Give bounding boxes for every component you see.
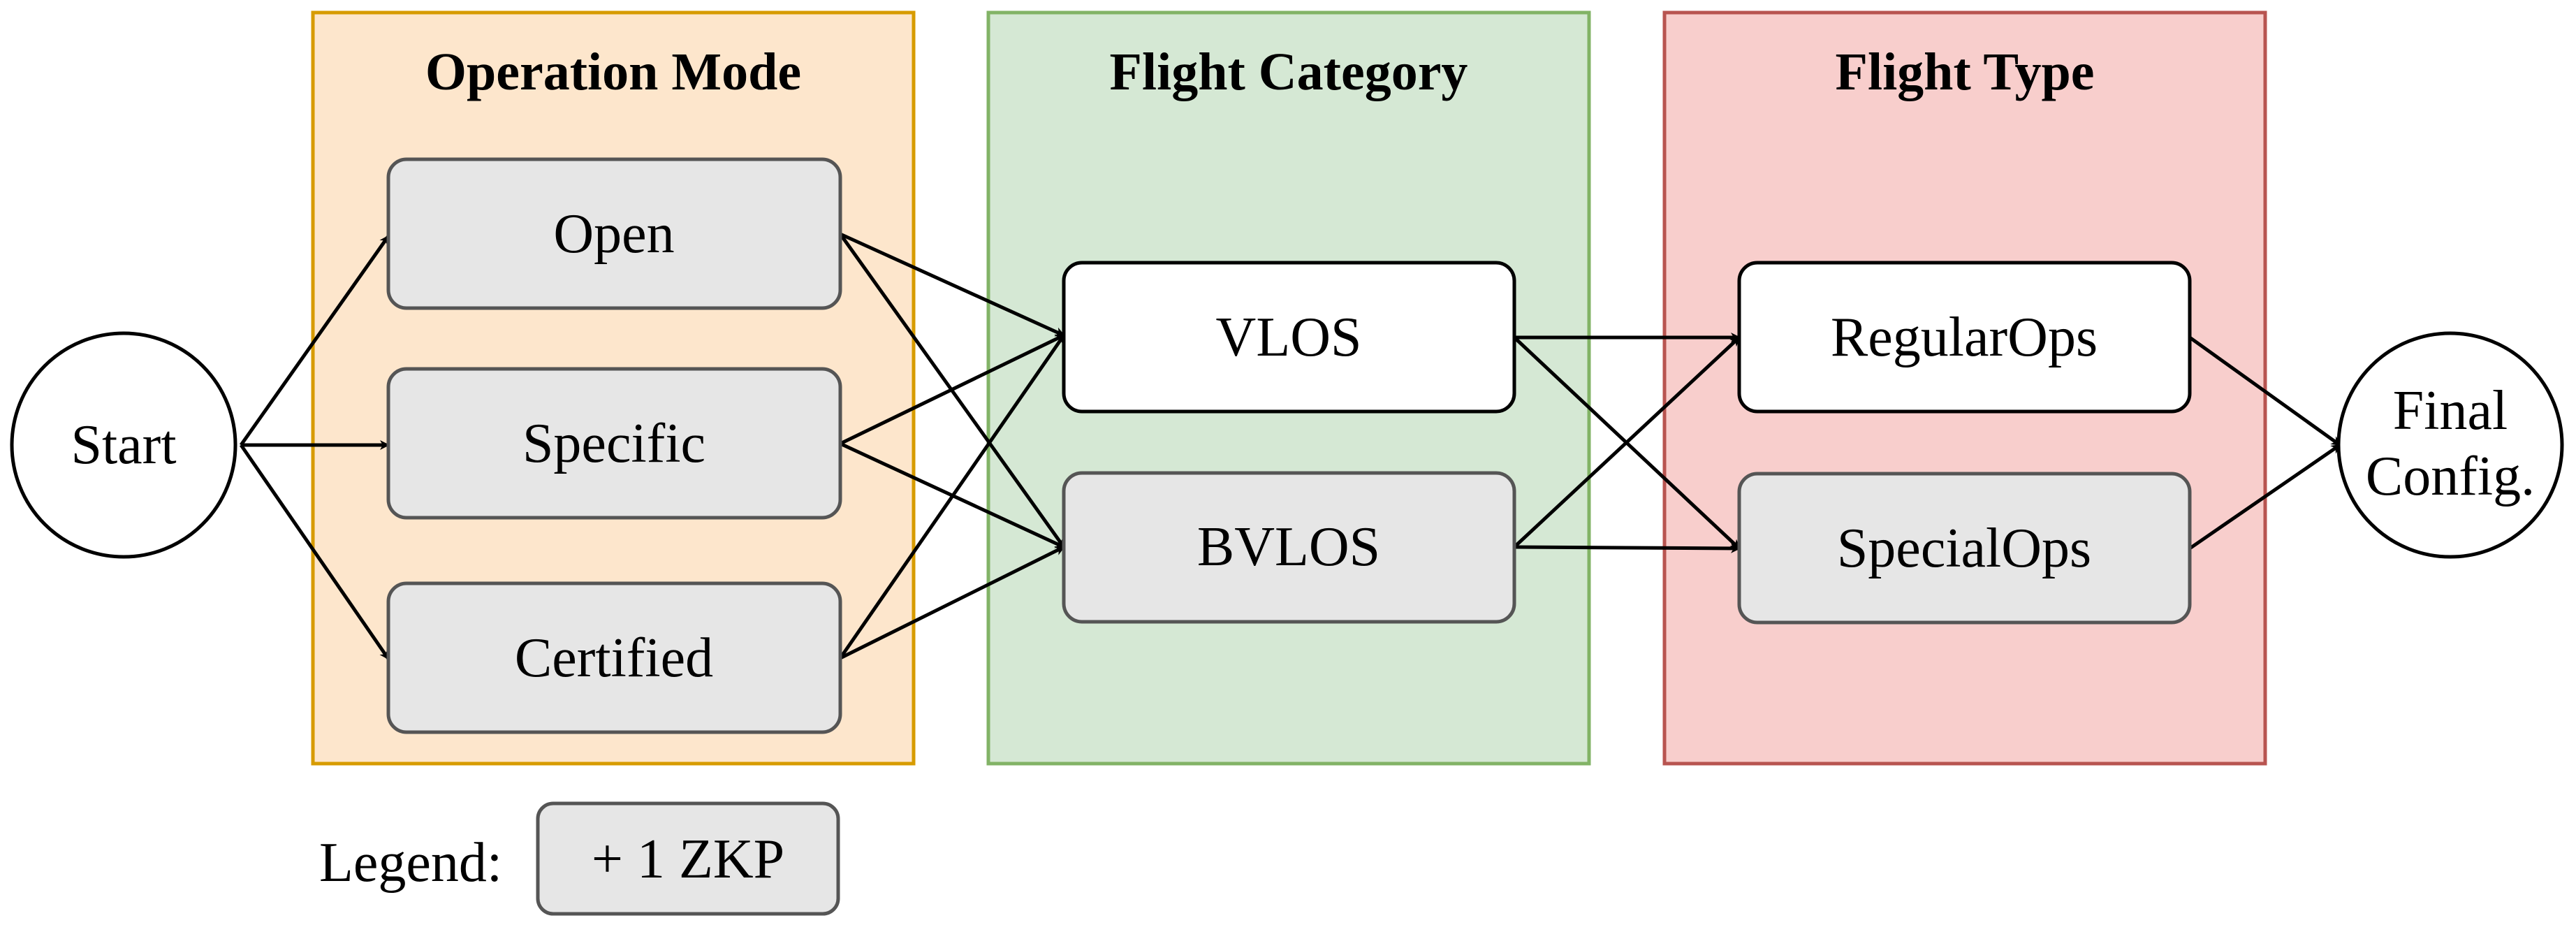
edge-specialops-final <box>2188 443 2341 551</box>
final-config-label-line2: Config. <box>2366 446 2535 507</box>
certified-box <box>386 581 842 734</box>
edge-certified-vlos <box>838 334 1066 660</box>
special-ops-box <box>1737 472 2192 625</box>
edge-start-open <box>239 235 390 446</box>
regular-ops-node: RegularOps <box>1737 261 2192 414</box>
final-config-circle <box>2336 331 2564 559</box>
bvlos-node: BVLOS <box>1062 471 1516 624</box>
edge-bvlos-regularops <box>1513 336 1741 548</box>
legend-zkp-label: + 1 ZKP <box>592 829 784 890</box>
certified-node: Certified <box>386 581 842 734</box>
specific-node: Specific <box>386 367 842 520</box>
legend: Legend: + 1 ZKP <box>319 801 840 916</box>
bvlos-box <box>1062 471 1516 624</box>
certified-label: Certified <box>515 627 713 689</box>
start-node: Start <box>10 331 237 559</box>
regular-ops-box <box>1737 261 2192 414</box>
vlos-label: VLOS <box>1216 307 1362 368</box>
open-box <box>386 157 842 310</box>
start-circle <box>10 331 237 559</box>
special-ops-node: SpecialOps <box>1737 472 2192 625</box>
open-label: Open <box>553 203 674 265</box>
special-ops-label: SpecialOps <box>1837 518 2091 579</box>
specific-label: Specific <box>522 413 705 474</box>
flight-type-title: Flight Type <box>1836 43 2095 101</box>
operation-mode-title: Operation Mode <box>425 43 801 101</box>
edge-certified-bvlos <box>839 545 1065 660</box>
edge-open-vlos <box>839 232 1065 337</box>
edge-specific-vlos <box>839 333 1065 446</box>
edge-start-certified <box>239 444 390 660</box>
edge-bvlos-specialops <box>1514 543 1741 553</box>
vlos-node: VLOS <box>1062 261 1516 414</box>
open-node: Open <box>386 157 842 310</box>
flight-category-title: Flight Category <box>1110 43 1468 101</box>
edge-regularops-final <box>2188 335 2341 447</box>
final-config-label-line1: Final <box>2393 380 2508 442</box>
specific-box <box>386 367 842 520</box>
final-config-node: Final Config. <box>2336 331 2564 559</box>
vlos-box <box>1062 261 1516 414</box>
legend-zkp-swatch <box>536 801 840 916</box>
start-label: Start <box>71 414 176 476</box>
bvlos-label: BVLOS <box>1197 516 1380 578</box>
edges <box>239 232 2341 660</box>
regular-ops-label: RegularOps <box>1831 307 2098 368</box>
legend-label: Legend: <box>319 832 502 894</box>
